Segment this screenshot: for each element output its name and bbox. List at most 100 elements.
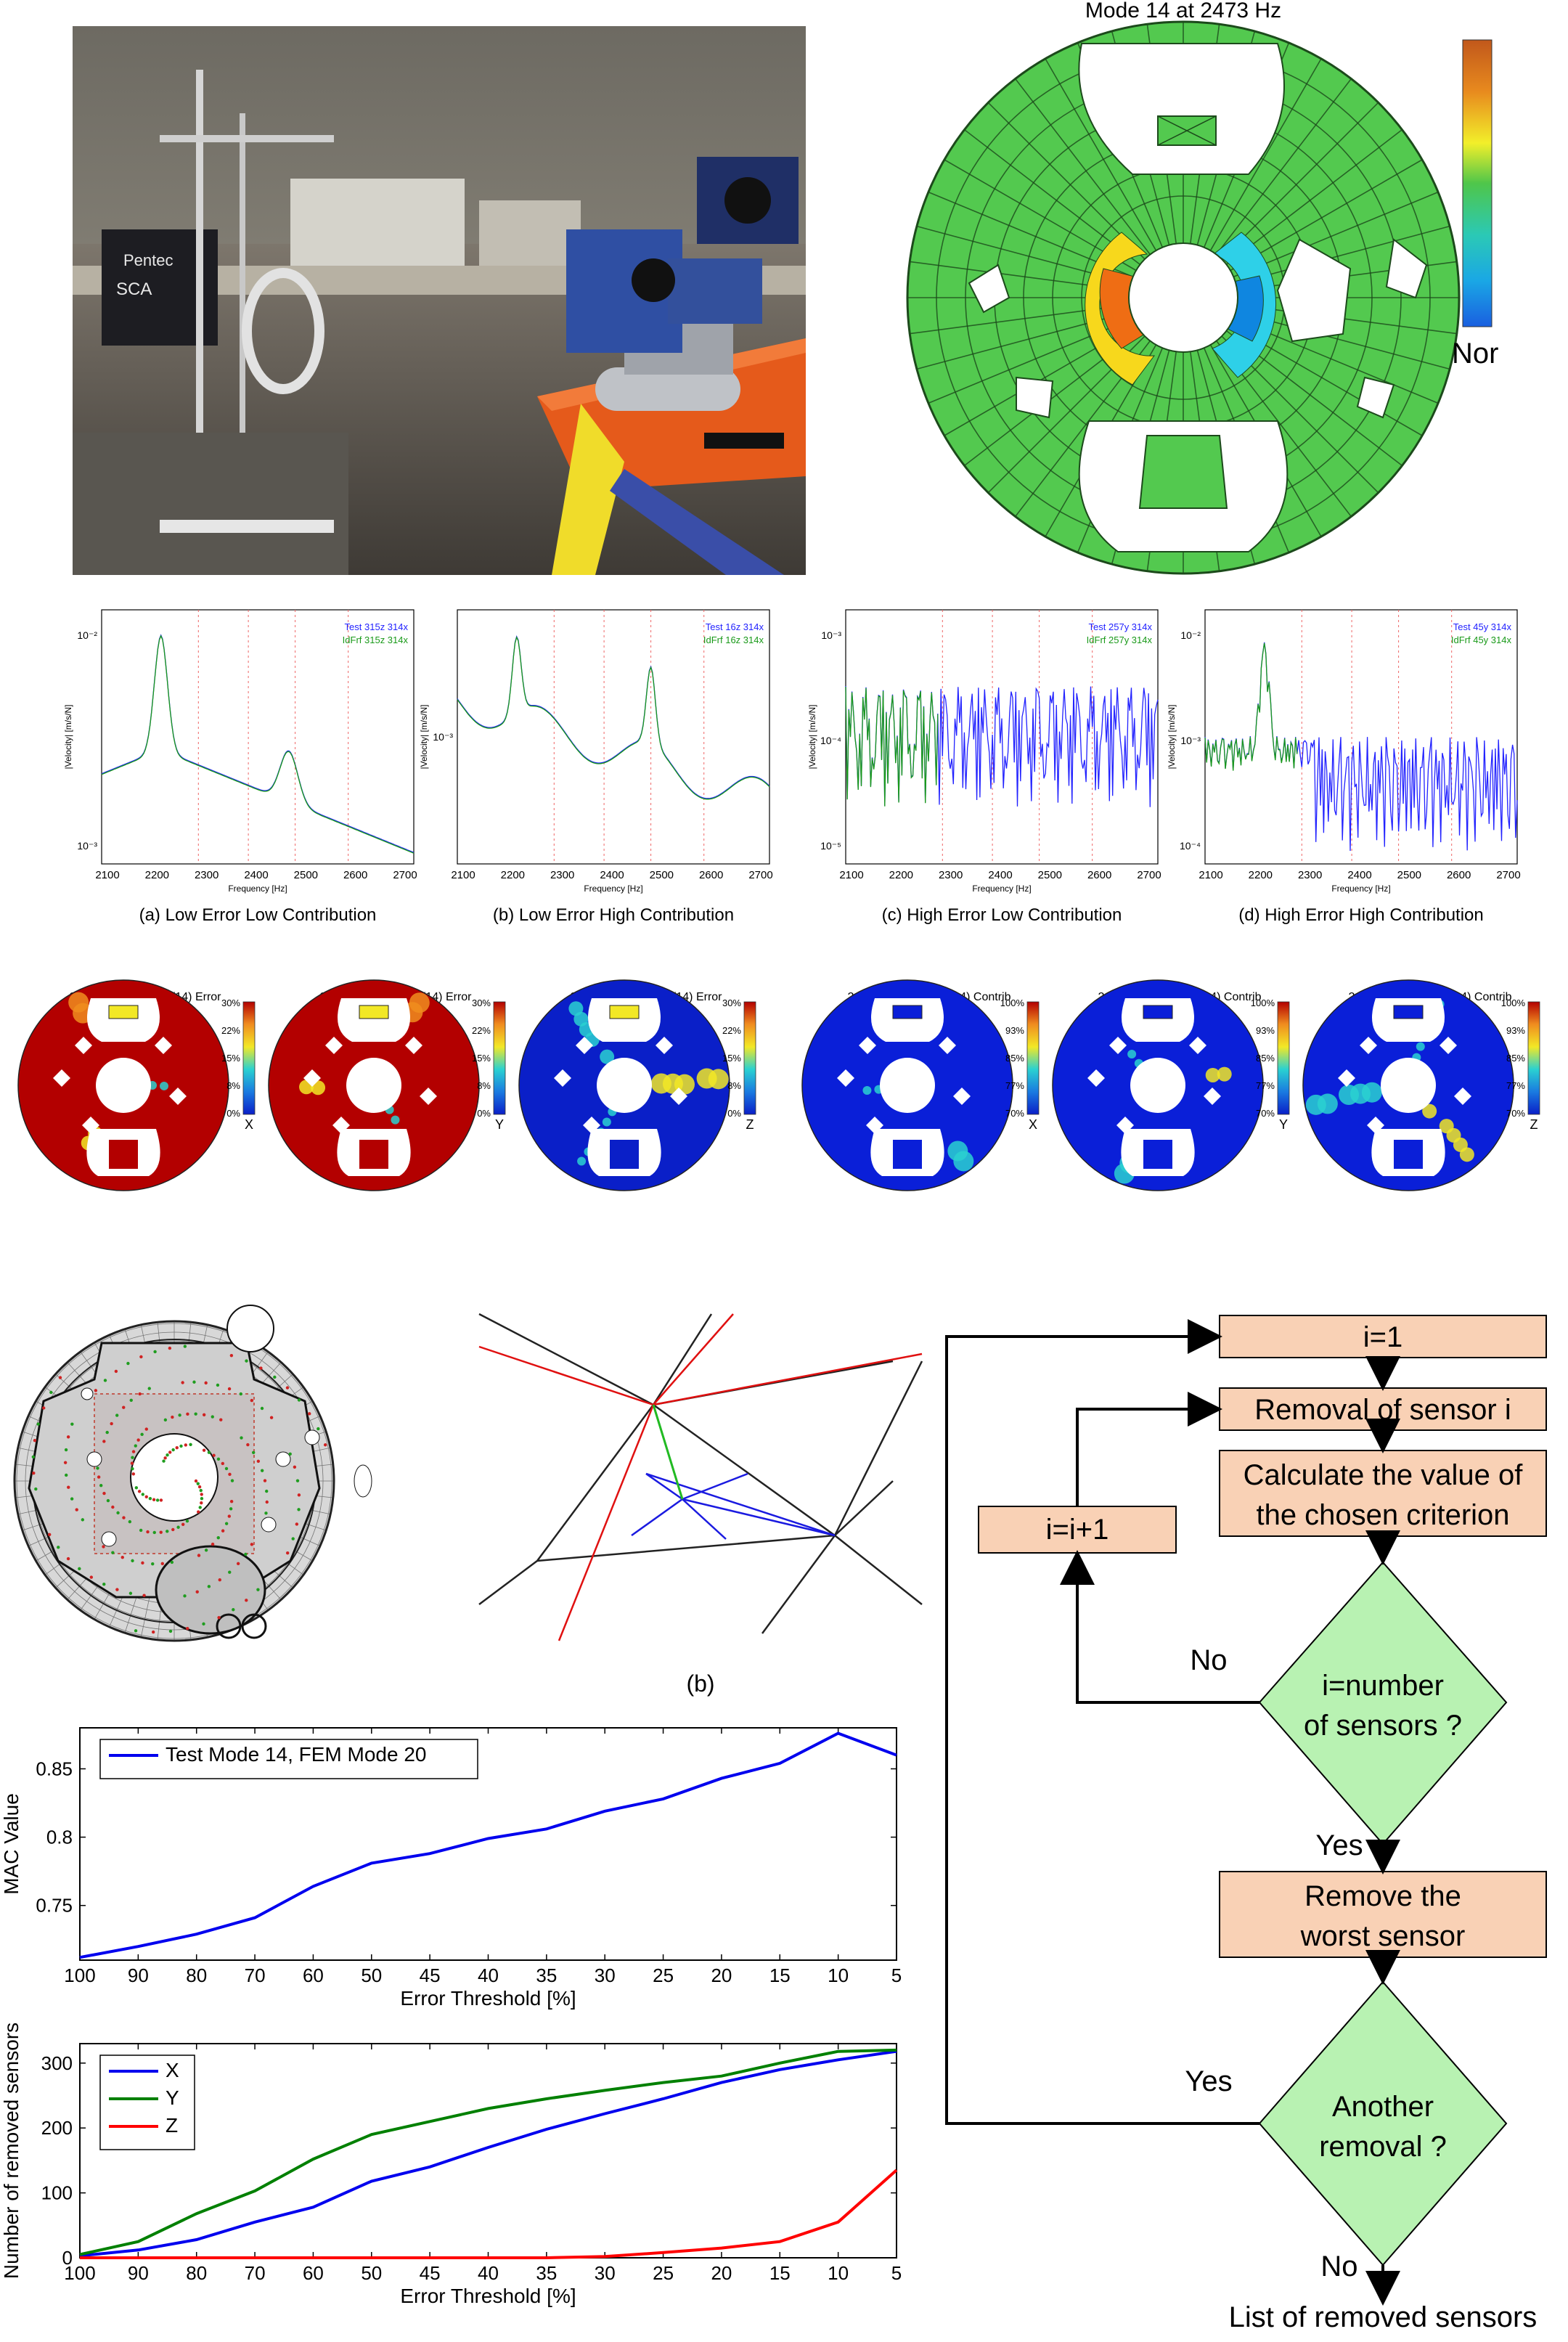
svg-text:SCA: SCA xyxy=(116,280,152,299)
disc-map-axis: Z xyxy=(746,1117,754,1132)
frf-caption: (d) High Error High Contribution xyxy=(1238,905,1483,925)
disc-map-tick: 22% xyxy=(472,1025,491,1036)
chart-xtick: 40 xyxy=(478,1964,499,1986)
frf-xlabel: Frequency [Hz] xyxy=(1331,884,1390,894)
disc-map-tick: 70% xyxy=(1256,1108,1275,1119)
frf-ylabel: |Velocity| [m/s/N] xyxy=(1167,705,1177,770)
frf-legend-test: Test 16z 314x xyxy=(706,621,764,632)
series-line-y xyxy=(79,2048,897,2256)
disc-map-tick: 15% xyxy=(722,1053,741,1064)
chart-xtick: 5 xyxy=(891,2262,902,2284)
frf-idfrf-curve xyxy=(101,635,415,854)
frf-xtick: 2200 xyxy=(889,869,913,881)
disc-map-axis: Z xyxy=(1530,1117,1538,1132)
flow-increment-box xyxy=(978,1506,1177,1554)
flow-decision1-text1: i=number xyxy=(1322,1670,1444,1702)
frf-xtick: 2500 xyxy=(294,869,318,881)
frf-xtick: 2200 xyxy=(145,869,169,881)
chart-xtick: 25 xyxy=(653,1964,674,1986)
disc-map-tick: 22% xyxy=(722,1025,741,1036)
frf-caption: (b) Low Error High Contribution xyxy=(493,905,734,925)
frf-legend-idfrf: IdFrf 16z 314x xyxy=(703,635,764,645)
frf-legend-idfrf: IdFrf 315z 314x xyxy=(343,635,409,645)
flow-calc-text1: Calculate the value of xyxy=(1244,1459,1524,1491)
frf-xtick: 2400 xyxy=(1347,869,1371,881)
disc-map-5: 2473.36 Hz 0.08 % (14) Contrib100%93%85%… xyxy=(1302,979,1540,1191)
frf-xlabel: Frequency [Hz] xyxy=(228,884,287,894)
chart-ytick: 0.8 xyxy=(46,1827,73,1848)
legend-label: Z xyxy=(166,2114,178,2137)
disc-map-tick: 93% xyxy=(1256,1025,1275,1036)
flow-calc-text2: the chosen criterion xyxy=(1256,1499,1509,1531)
legend-label: Test Mode 14, FEM Mode 20 xyxy=(166,1743,427,1766)
frf-ytick: 10⁻² xyxy=(1180,629,1201,641)
chart-xtick: 80 xyxy=(186,2262,207,2284)
disc-map-tick: 85% xyxy=(1506,1053,1525,1064)
mesh-figure-a: (a) xyxy=(13,1305,372,1755)
flow-increment-text: i=i+1 xyxy=(1046,1514,1109,1546)
frf-xtick: 2500 xyxy=(1397,869,1421,881)
chart-ytick: 0.85 xyxy=(36,1758,73,1779)
chart-xtick: 10 xyxy=(828,2262,849,2284)
chart-xtick: 20 xyxy=(711,2262,732,2284)
chart-xtick: 90 xyxy=(128,1964,149,1986)
frf-legend-idfrf: IdFrf 257y 314x xyxy=(1087,635,1153,645)
chart-xtick: 90 xyxy=(128,2262,149,2284)
frf-xlabel: Frequency [Hz] xyxy=(584,884,642,894)
mode-title: Mode 14 at 2473 Hz xyxy=(1085,0,1281,23)
frf-xtick: 2500 xyxy=(1038,869,1062,881)
mesh-figure-b: (b) xyxy=(478,1313,923,1697)
flow-remove-box xyxy=(1219,1871,1547,1958)
legend-label: X xyxy=(166,2059,179,2081)
frf-xtick: 2100 xyxy=(95,869,119,881)
flow-decision2-text1: Another xyxy=(1332,2091,1434,2123)
frf-xtick: 2600 xyxy=(343,869,367,881)
chart-xtick: 80 xyxy=(186,1964,207,1986)
disc-map-tick: 0% xyxy=(727,1108,741,1119)
frf-xtick: 2600 xyxy=(1087,869,1111,881)
flow-remove-text1: Remove the xyxy=(1304,1880,1461,1912)
frf-ytick: 10⁻³ xyxy=(433,731,453,743)
frf-xtick: 2700 xyxy=(393,869,417,881)
series-line-x xyxy=(79,2049,897,2258)
frf-ylabel: |Velocity| [m/s/N] xyxy=(419,705,429,770)
frf-ytick: 10⁻³ xyxy=(1180,735,1201,746)
disc-map-axis: X xyxy=(1029,1117,1037,1132)
disc-map-tick: 85% xyxy=(1256,1053,1275,1064)
chart-xtick: 100 xyxy=(64,2262,95,2284)
chart-xtick: 60 xyxy=(303,2262,324,2284)
chart-xlabel: Error Threshold [%] xyxy=(400,1987,576,2010)
disc-map-0: 2473.36 Hz 0.08 % (14) Error30%22%15%8%0… xyxy=(17,979,256,1191)
disc-map-tick: 77% xyxy=(1256,1080,1275,1091)
series-line-test-mode-14-fem-mode-20 xyxy=(79,1731,897,1959)
disc-map-tick: 15% xyxy=(472,1053,491,1064)
chart-xtick: 35 xyxy=(536,2262,557,2284)
flow-yes-label: Yes xyxy=(1315,1829,1363,1861)
frf-ylabel: |Velocity| [m/s/N] xyxy=(807,705,817,770)
disc-map-tick: 30% xyxy=(221,997,240,1008)
frf-xlabel: Frequency [Hz] xyxy=(972,884,1031,894)
chart-xtick: 20 xyxy=(711,1964,732,1986)
frf-xtick: 2300 xyxy=(1298,869,1322,881)
flow-no-label2: No xyxy=(1320,2251,1357,2282)
disc-map-tick: 0% xyxy=(226,1108,240,1119)
disc-map-tick: 93% xyxy=(1506,1025,1525,1036)
chart-xtick: 70 xyxy=(245,2262,266,2284)
disc-map-tick: 77% xyxy=(1005,1080,1024,1091)
chart-xtick: 50 xyxy=(361,2262,382,2284)
disc-map-tick: 0% xyxy=(477,1108,491,1119)
frf-legend-test: Test 315z 314x xyxy=(345,621,409,632)
disc-map-tick: 15% xyxy=(221,1053,240,1064)
chart-xtick: 15 xyxy=(769,1964,791,1986)
frf-xtick: 2100 xyxy=(839,869,863,881)
disc-map-tick: 70% xyxy=(1506,1108,1525,1119)
disc-map-tick: 8% xyxy=(727,1080,741,1091)
flow-decision1 xyxy=(1258,1561,1508,1845)
legend-label: Y xyxy=(166,2086,179,2109)
